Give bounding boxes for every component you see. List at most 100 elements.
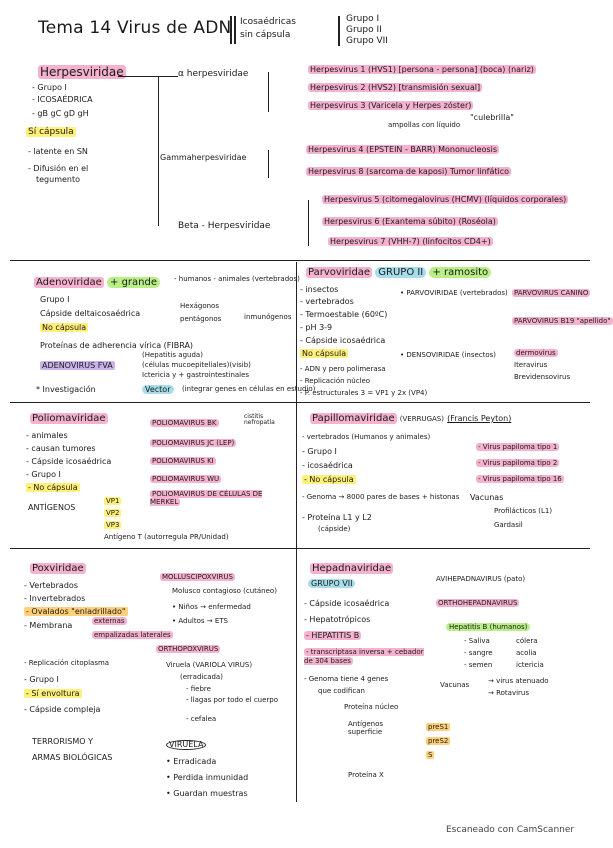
- pox-line: - Sí envoltura: [24, 689, 82, 698]
- alpha-herpes: α herpesviridae: [178, 69, 249, 79]
- adeno-title: Adenoviridae + grande: [34, 277, 161, 288]
- parvo-tag-size: + ramosito: [429, 267, 492, 278]
- papilloma-vac: Vacunas: [470, 493, 504, 502]
- hepadna-line: - Hepatotrópicos: [304, 615, 371, 624]
- polyoma-antigenos: ANTÍGENOS: [28, 503, 76, 512]
- hepadna-line: que codifican: [318, 687, 365, 695]
- hepadna-line: - transcriptasa inversa + cebador de 304…: [304, 648, 424, 666]
- herpes-prop: tegumento: [36, 175, 81, 184]
- gamma-herpes: Gammaherpesviridae: [160, 153, 247, 162]
- polyoma-line: - Cápside icosaédrica: [26, 457, 112, 466]
- polyoma-line: - No cápsula: [26, 483, 80, 492]
- divider: [338, 16, 340, 46]
- notes-page: Tema 14 Virus de ADN Icosaédricas sin cá…: [10, 15, 613, 835]
- hsv3: Herpesvirus 3 (Varicela y Herpes zóster): [308, 101, 474, 110]
- polyoma-vp: Antígeno T (autorregula PR/Unidad): [104, 533, 229, 541]
- hepadna-title: Hepadnaviridae: [310, 563, 394, 574]
- branch-line: [118, 76, 178, 77]
- hepb-sym: ictericia: [516, 661, 544, 669]
- densovirus-2: Iteravirus: [514, 361, 548, 369]
- adeno-vector: Vector: [142, 385, 174, 394]
- herpes-prop: - latente en SN: [28, 147, 88, 156]
- pox-line: - Cápside compleja: [24, 705, 101, 714]
- pox-line: - Membrana: [24, 621, 73, 630]
- pox-title: Poxviridae: [30, 563, 86, 574]
- molluscipox-desc: • Adultos → ETS: [172, 617, 228, 625]
- polyoma-vp: VP1: [104, 497, 122, 505]
- papilloma-line: (cápside): [318, 525, 351, 533]
- hepadna-tag: GRUPO VII: [308, 579, 356, 588]
- polyoma-v3: POLIOMAVIRUS KI: [150, 457, 216, 465]
- adeno-fva: ADENOVIRUS FVA: [40, 361, 115, 370]
- pox-memb: empalizadas laterales: [92, 631, 173, 639]
- hsv7: Herpesvirus 7 (VHH-7) (linfocitos CD4+): [328, 237, 493, 246]
- adeno-pent: pentágonos: [180, 315, 222, 323]
- orthohepadna: ORTHOHEPADNAVIRUS: [436, 599, 520, 607]
- hepb-sym: acolia: [516, 649, 537, 657]
- viruela-fact: • Guardan muestras: [166, 789, 248, 798]
- adeno-fva-desc: (células mucoepiteliales)(visib): [142, 361, 251, 369]
- avihepadna: AVIHEPADNAVIRUS (pato): [436, 575, 526, 583]
- pox-line: - Invertebrados: [24, 594, 86, 603]
- hepadna-pres: S: [426, 751, 435, 759]
- hepadna-pres: preS1: [426, 723, 451, 731]
- viruela-fact: • Erradicada: [166, 757, 217, 766]
- parvo-line: - vertebrados: [300, 297, 354, 306]
- hepadna-line: - Genoma tiene 4 genes: [304, 675, 389, 683]
- hepadna-gene: Proteína núcleo: [344, 703, 399, 711]
- hsv2: Herpesvirus 2 (HVS2) [transmisión sexual…: [308, 83, 483, 92]
- beta-herpes: Beta - Herpesviridae: [178, 221, 271, 231]
- papilloma-line: - Proteína L1 y L2: [302, 513, 372, 522]
- herpes-prop: - Difusión en el: [28, 164, 89, 173]
- branch-line: [268, 150, 269, 178]
- adeno-line: No cápsula: [40, 323, 89, 332]
- hepb: Hepatitis B (humanos): [446, 623, 531, 631]
- viruela-box: VIRUELA: [166, 740, 207, 750]
- papilloma-v2: - Virus papiloma tipo 2: [476, 459, 560, 467]
- herpes-title: Herpesviridae: [38, 65, 126, 79]
- hsv6: Herpesvirus 6 (Exantema súbito) (Roséola…: [322, 217, 498, 226]
- papilloma-line: - Genoma → 8000 pares de bases + histona…: [302, 493, 460, 501]
- hsv8: Herpesvirus 8 (sarcoma de kaposi) Tumor …: [306, 167, 512, 176]
- parvo-line: - P. estructurales 3 = VP1 y 2x (VP4): [300, 389, 428, 397]
- polyoma-line: - animales: [26, 431, 68, 440]
- icosaedricas-label: Icosaédricas: [240, 17, 296, 27]
- papilloma-vac2: Gardasil: [494, 521, 523, 529]
- parvo-line: - ADN y pero polimerasa: [300, 365, 386, 373]
- parvo-line: - insectos: [300, 285, 339, 294]
- densovirus-1: dermovirus: [514, 349, 558, 357]
- papilloma-title: Papillomaviridae (VERRUGAS) (Francis Pey…: [310, 413, 512, 424]
- branch-line: [158, 76, 159, 226]
- polyoma-v2: POLIOMAVIRUS JC (LEP): [150, 439, 237, 447]
- hepadna-gene: Proteína X: [348, 771, 384, 779]
- viruela-fact: • Perdida inmunidad: [166, 773, 249, 782]
- papilloma-vac1: Profilácticos (L1): [494, 507, 553, 515]
- adeno-fva-desc: (Hepatitis aguda): [142, 351, 203, 359]
- adeno-line: Cápside deltaicosaédrica: [40, 309, 141, 318]
- viruela-sintoma: - llagas por todo el cuerpo: [186, 696, 279, 704]
- page-title: Tema 14 Virus de ADN: [38, 18, 232, 38]
- hsv1: Herpesvirus 1 (HVS1) [persona - persona]…: [308, 65, 536, 74]
- polyoma-v1-note: cistitis nefropatía: [244, 413, 275, 426]
- adeno-inmuno: inmunógenos: [244, 313, 292, 321]
- viruela-title: Viruela (VARIOLA VIRUS): [166, 661, 253, 669]
- herpes-prop: Sí cápsula: [26, 127, 76, 137]
- pox-memb: externas: [92, 617, 127, 625]
- hepadna-line: - HEPATITIS B: [304, 631, 362, 640]
- herpes-prop: - Grupo I: [32, 83, 67, 92]
- polyoma-line: - causan tumores: [26, 444, 96, 453]
- papilloma-v3: - Virus papiloma tipo 16: [476, 475, 564, 483]
- parvo-line: - Replicación núcleo: [300, 377, 371, 385]
- herpes-prop: - ICOSAÉDRICA: [32, 95, 93, 104]
- terrorismo: TERRORISMO Y: [32, 737, 93, 746]
- viruela-sintoma: - cefalea: [186, 715, 217, 723]
- viruela-sintoma: - fiebre: [186, 685, 211, 693]
- hepadna-gene: Antígenos superficie: [348, 720, 384, 737]
- papilloma-v1: - Virus papiloma tipo 1: [476, 443, 560, 451]
- parvo-line: - Termoestable (60ºC): [300, 310, 388, 319]
- polyoma-line: - Grupo I: [26, 470, 61, 479]
- polyoma-v1: POLIOMAVIRUS BK: [150, 419, 219, 427]
- adeno-hosts: - humanos - animales (vertebrados): [174, 275, 300, 283]
- molluscipox: MOLLUSCIPOXVIRUS: [160, 573, 235, 581]
- parvoviridae-sub: • PARVOVIRIDAE (vertebrados): [400, 289, 508, 297]
